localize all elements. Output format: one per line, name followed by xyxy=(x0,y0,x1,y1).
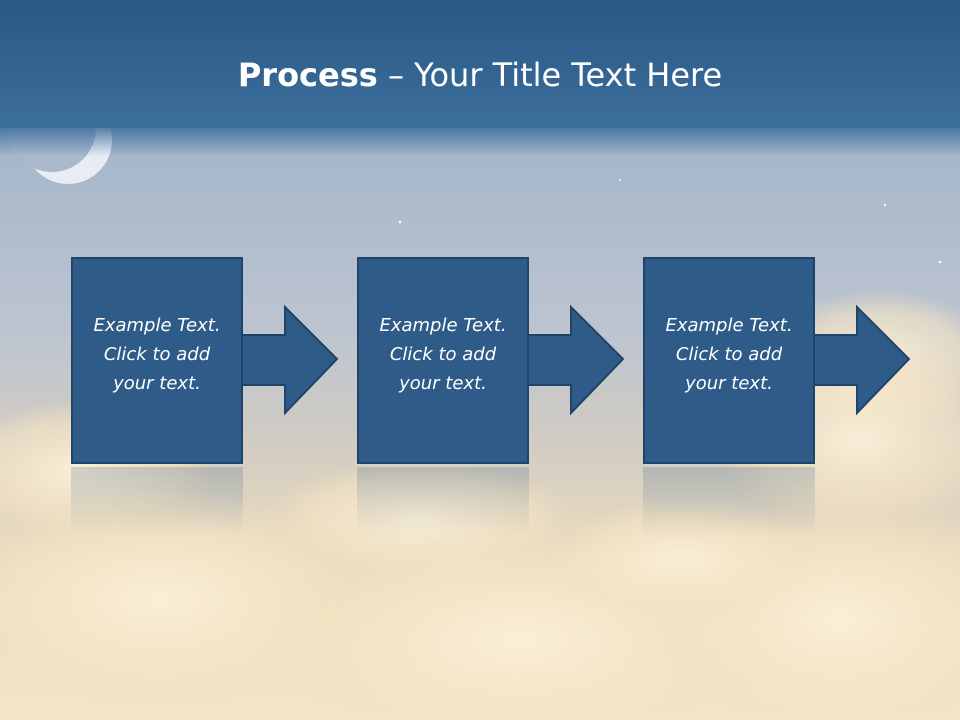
right-arrow-icon xyxy=(524,304,625,416)
step-box[interactable] xyxy=(357,257,529,464)
slide-title[interactable]: Process – Your Title Text Here xyxy=(0,52,960,98)
step-text[interactable]: Example Text. Click to add your text. xyxy=(93,315,221,394)
title-bar xyxy=(0,0,960,128)
step-text[interactable]: Example Text. Click to add your text. xyxy=(665,315,793,394)
step-box[interactable] xyxy=(71,257,243,464)
title-bar-fade xyxy=(0,128,960,156)
step-text[interactable]: Example Text. Click to add your text. xyxy=(379,315,507,394)
right-arrow-icon xyxy=(810,304,911,416)
title-bold-text: Process xyxy=(237,56,378,94)
right-arrow-icon xyxy=(238,304,339,416)
step-box[interactable] xyxy=(643,257,815,464)
title-rest-text: – Your Title Text Here xyxy=(377,56,723,94)
